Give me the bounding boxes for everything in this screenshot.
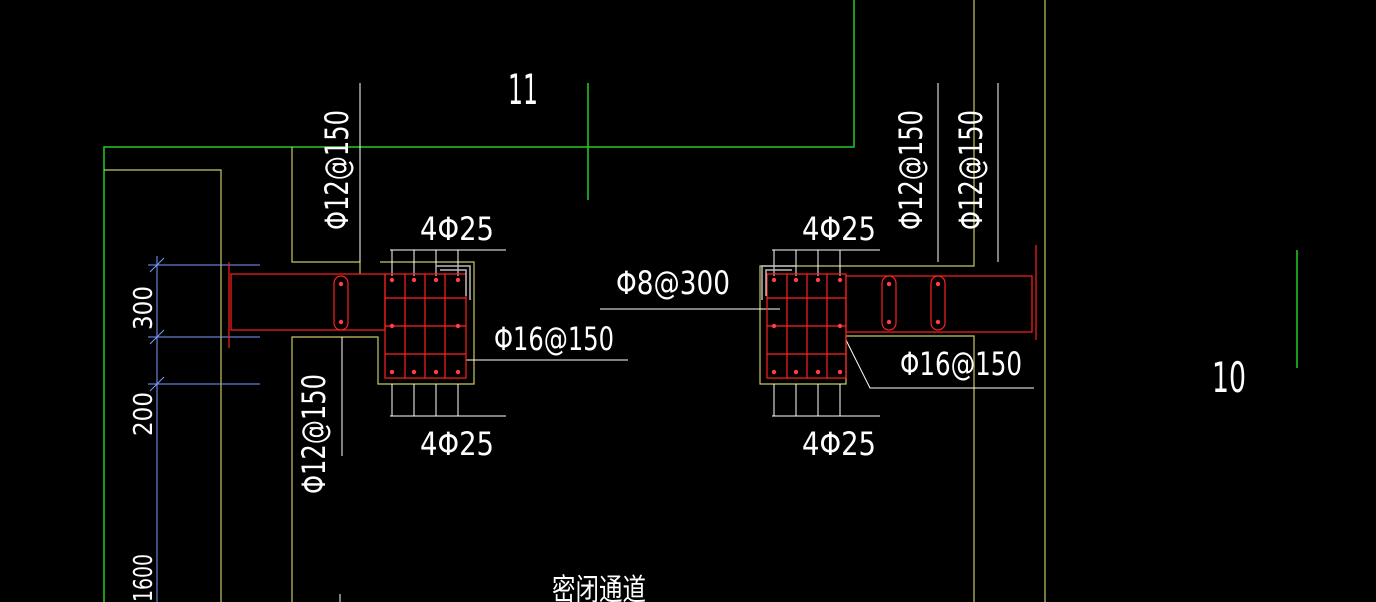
right-top-bars-label: 4Φ25 [802, 210, 876, 248]
corner-hatch [436, 265, 796, 300]
right-stirrup-label: Φ16@150 [900, 345, 1022, 383]
leader-lines [339, 83, 1034, 602]
dimension-lines [148, 256, 260, 602]
green-structure-lines [103, 0, 1298, 602]
room-label: 密闭通道 [552, 573, 646, 602]
rebar-cages [228, 245, 1037, 379]
axis-label-right: 10 [1212, 353, 1246, 402]
right-bottom-bars-label: 4Φ25 [802, 425, 876, 463]
rebar-dots [338, 277, 941, 375]
wall-outline-lines [104, 0, 1046, 602]
tie-bar-label: Φ8@300 [616, 264, 730, 302]
right-vertical-rebar-a-label: Φ12@150 [892, 110, 930, 230]
dimension-1600: 1600 [129, 554, 159, 602]
axis-label-left: 11 [508, 65, 538, 114]
right-vertical-rebar-b-label: Φ12@150 [952, 110, 990, 230]
dimension-200: 200 [129, 392, 159, 436]
dimension-300: 300 [129, 286, 159, 330]
left-stirrup-label: Φ16@150 [494, 320, 614, 358]
left-vertical-rebar-top-label: Φ12@150 [318, 110, 356, 230]
left-top-bars-label: 4Φ25 [420, 210, 494, 248]
left-bottom-bars-label: 4Φ25 [420, 425, 494, 463]
left-vertical-rebar-bottom-label: Φ12@150 [295, 374, 333, 494]
